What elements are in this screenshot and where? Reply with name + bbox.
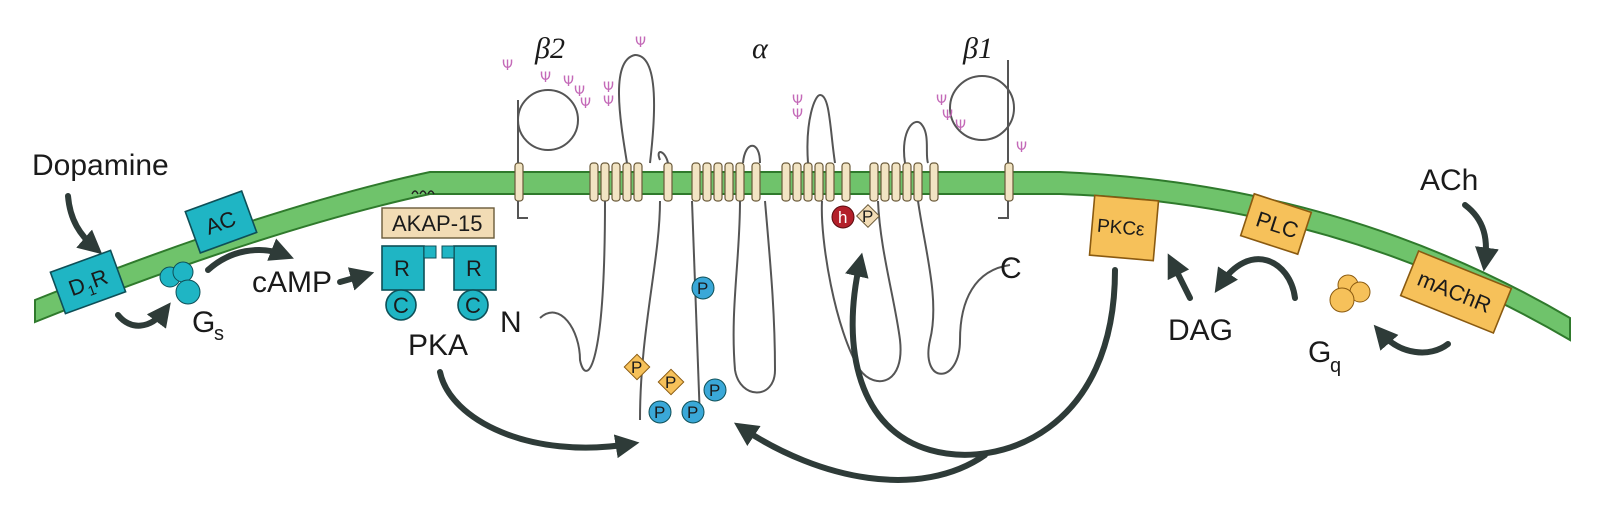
gq-label: G: [1308, 336, 1331, 369]
svg-text:Ψ: Ψ: [635, 35, 646, 51]
svg-text:Ψ: Ψ: [580, 96, 591, 112]
alpha-label: α: [752, 32, 769, 65]
svg-text:PKCε: PKCε: [1096, 216, 1146, 241]
svg-text:Ψ: Ψ: [1016, 140, 1027, 156]
pka-to-channel-arrow: [437, 369, 640, 459]
svg-text:Ψ: Ψ: [574, 84, 585, 100]
svg-text:Ψ: Ψ: [563, 74, 574, 90]
svg-text:P: P: [654, 403, 665, 422]
svg-text:h: h: [838, 208, 847, 227]
svg-text:Ψ: Ψ: [942, 108, 953, 124]
svg-text:Ψ: Ψ: [792, 93, 803, 109]
beta1-subunit: [949, 60, 1015, 219]
svg-text:P: P: [665, 373, 676, 392]
alpha-subunit-helices: [589, 162, 939, 202]
pkc-to-channel-arrow: [845, 252, 1118, 458]
adenylyl-cyclase: AC: [184, 190, 258, 254]
svg-text:C: C: [393, 293, 409, 318]
svg-text:P: P: [687, 403, 698, 422]
pkc-epsilon: PKCε: [1088, 194, 1160, 262]
svg-text:Ψ: Ψ: [540, 70, 551, 86]
phosphorylation-sites: P P P P P P h P: [623, 203, 881, 424]
alpha-subunit-loops: [539, 53, 1011, 421]
beta2-label: β2: [534, 32, 565, 65]
svg-text:R: R: [466, 256, 482, 281]
dag-to-pkc-arrow: [1167, 253, 1193, 301]
ac-to-camp-arrow: [205, 238, 294, 273]
dopamine-label: Dopamine: [32, 149, 169, 182]
camp-to-pka-arrow: [337, 267, 375, 291]
pka-label: PKA: [408, 329, 468, 362]
svg-text:P: P: [709, 381, 720, 400]
pka-holoenzyme: R R C C: [381, 245, 497, 321]
pkc-to-alpha-loop-arrow: [734, 422, 988, 483]
gs-label: G: [192, 306, 215, 339]
akap15-anchor: AKAP-15: [381, 190, 495, 239]
ach-arrow: [1462, 202, 1499, 272]
gs-protein: [159, 261, 201, 305]
svg-text:Ψ: Ψ: [936, 93, 947, 109]
gs-subscript: s: [214, 323, 224, 345]
dag-label: DAG: [1168, 314, 1233, 347]
dopamine-arrow: [65, 193, 103, 255]
svg-text:Ψ: Ψ: [955, 118, 966, 134]
ach-label: ACh: [1420, 164, 1478, 197]
glycosylation-sites: Ψ Ψ Ψ Ψ Ψ Ψ Ψ Ψ Ψ Ψ Ψ Ψ Ψ Ψ: [502, 35, 1027, 156]
c-terminus-label: C: [1000, 252, 1022, 285]
svg-text:Ψ: Ψ: [502, 58, 513, 74]
svg-text:R: R: [394, 256, 410, 281]
svg-text:P: P: [697, 279, 708, 298]
plc-to-dag-arrow: [1214, 256, 1298, 301]
svg-text:P: P: [631, 358, 642, 377]
svg-text:AKAP-15: AKAP-15: [392, 211, 483, 236]
machr-to-gq-arrow: [1373, 324, 1451, 356]
d1r-to-gs-arrow: [115, 302, 171, 329]
svg-text:Ψ: Ψ: [603, 80, 614, 96]
d1-receptor: D 1 R: [49, 249, 127, 315]
cell-membrane: [34, 171, 1571, 342]
beta2-subunit: [517, 89, 579, 219]
svg-text:Ψ: Ψ: [603, 94, 614, 110]
n-terminus-label: N: [500, 306, 522, 339]
beta1-label: β1: [962, 32, 993, 65]
svg-text:P: P: [862, 207, 873, 226]
svg-text:C: C: [465, 293, 481, 318]
camp-label: cAMP: [252, 266, 332, 299]
svg-text:Ψ: Ψ: [792, 107, 803, 123]
phospholipase-c: PLC: [1239, 192, 1313, 256]
gq-subscript: q: [1330, 355, 1341, 377]
gq-protein: [1329, 274, 1371, 313]
